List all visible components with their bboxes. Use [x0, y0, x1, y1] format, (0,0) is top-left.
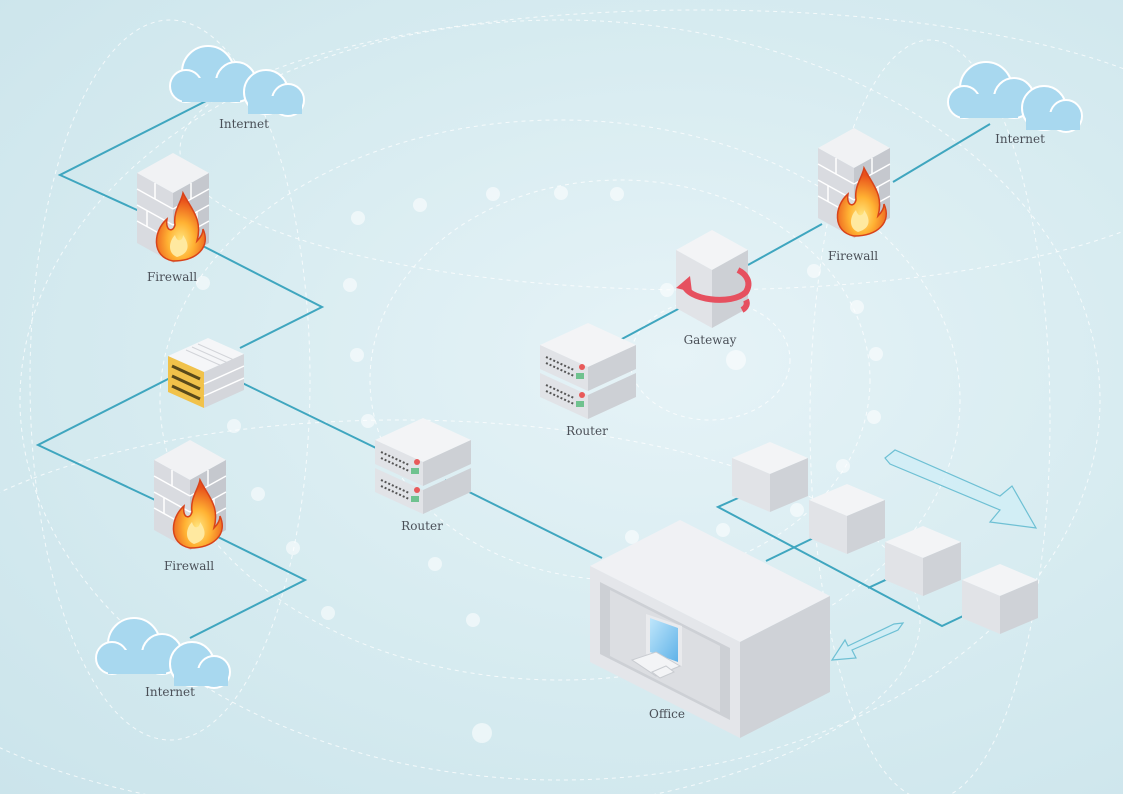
gateway-icon — [676, 230, 752, 328]
firewall-icon-top-left — [136, 152, 210, 264]
label-router-center: Router — [566, 424, 608, 438]
firewall-icon-bottom-left — [153, 439, 227, 551]
label-internet-top-left: Internet — [219, 117, 269, 131]
label-firewall-top-left: Firewall — [146, 270, 198, 284]
office-building-icon — [590, 520, 830, 738]
office-box-icon-1 — [732, 442, 808, 512]
connection-lines — [35, 99, 991, 639]
label-internet-bottom-left: Internet — [145, 685, 195, 699]
label-internet-top-right: Internet — [995, 132, 1045, 146]
label-gateway: Gateway — [683, 333, 737, 347]
router-icon-left — [374, 417, 472, 515]
label-office: Office — [648, 707, 686, 721]
label-firewall-top-right: Firewall — [827, 249, 879, 263]
office-box-icon-2 — [809, 484, 885, 554]
label-router-left: Router — [401, 519, 443, 533]
office-box-icon-3 — [885, 526, 961, 596]
background-dots — [196, 186, 883, 743]
firewall-icon-top-right — [817, 127, 891, 239]
office-box-icon-4 — [962, 564, 1038, 634]
label-firewall-bottom-left: Firewall — [163, 559, 215, 573]
flow-arrow-icon-large — [884, 449, 1038, 529]
flow-arrow-icon-small — [830, 622, 905, 661]
cloud-icon-top-left — [169, 45, 305, 117]
server-stack-icon — [168, 338, 245, 408]
cloud-icon-top-right — [947, 61, 1083, 133]
router-icon-center — [539, 322, 637, 420]
